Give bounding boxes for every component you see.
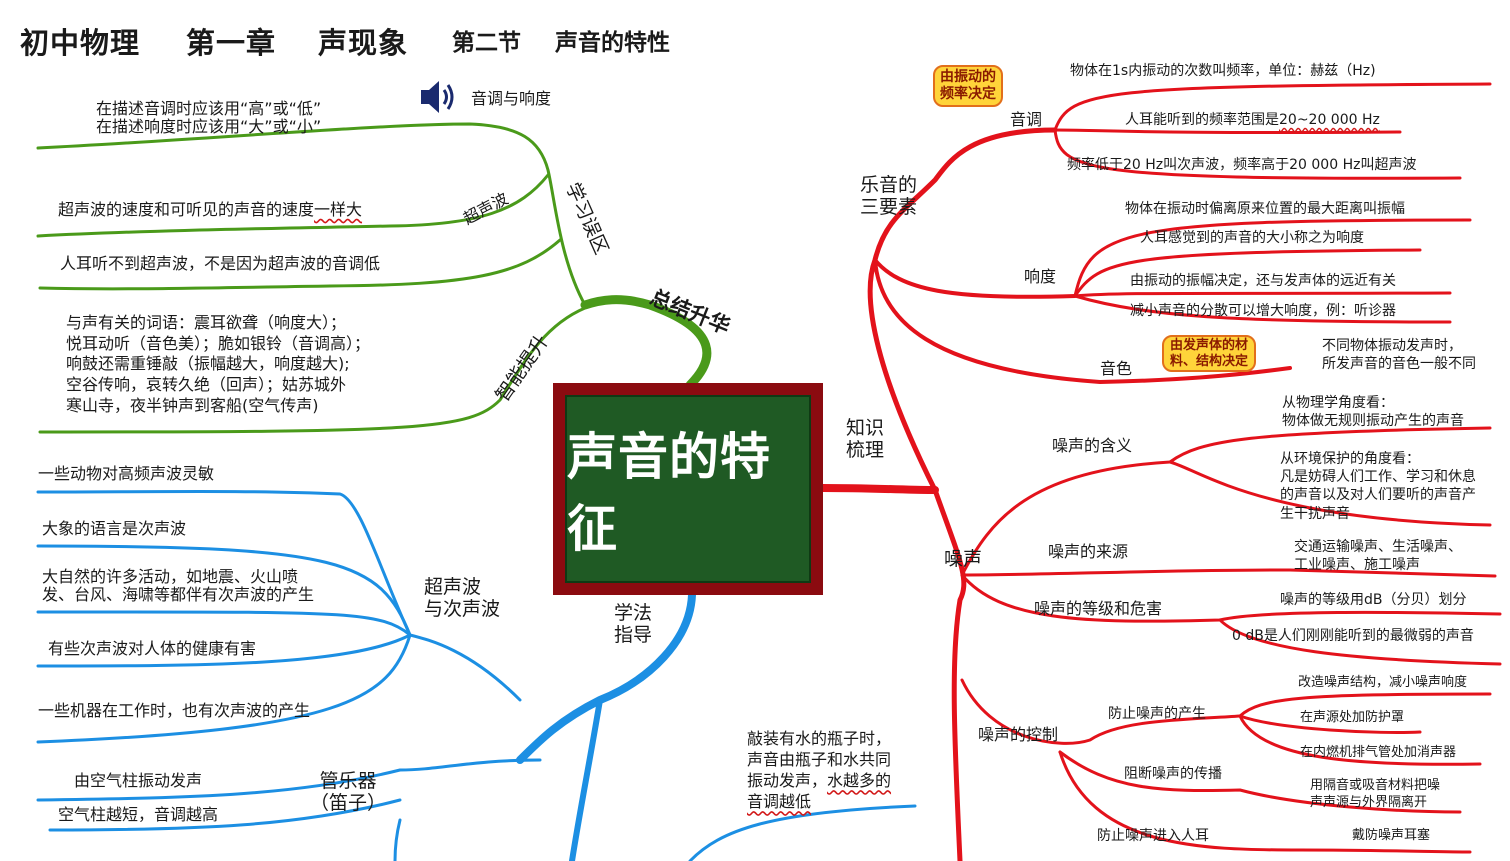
pitch-range-item: 人耳能听到的频率范围是20~20 000 Hz	[1125, 112, 1380, 128]
control-path-label: 阻断噪声的传播	[1124, 766, 1222, 782]
wind-instrument-label: 管乐器 （笛子）	[310, 770, 387, 814]
control-source-item: 在内燃机排气管处加消声器	[1300, 745, 1457, 760]
infra-ultra-item: 大自然的许多活动，如地震、火山喷 发、台风、海啸等都伴有次声波的产生	[42, 567, 315, 605]
pitch-loudness-tip: 在描述音调时应该用“高”或“低” 在描述响度时应该用“大”或“小”	[96, 99, 322, 137]
ultrasound-speed-mark: 一样大	[314, 200, 363, 219]
header-subject: 初中物理	[20, 26, 141, 60]
control-source-item: 在声源处加防护罩	[1300, 710, 1405, 725]
loudness-item: 由振动的振幅决定，还与发声体的远近有关	[1130, 273, 1396, 289]
summary-branch-lines	[36, 122, 712, 434]
pitch-range-mark: 20~20 000 Hz	[1279, 112, 1380, 128]
bottle-experiment-mark-2: 音调越低	[747, 792, 812, 812]
pitch-label: 音调	[1010, 110, 1043, 129]
timbre-note-burst: 由发声体的材 料、结构决定	[1162, 335, 1257, 373]
header-section-name: 声音的特性	[555, 30, 670, 56]
wisdom-idioms: 与声有关的词语：震耳欲聋（响度大）； 悦耳动听（音色美）；脆如银铃（音调高）； …	[66, 313, 371, 415]
knowledge-branch-lines	[819, 82, 1502, 861]
pitch-item: 频率低于20 Hz叫次声波，频率高于20 000 Hz叫超声波	[1067, 157, 1417, 173]
loudness-item: 减小声音的分散可以增大响度，例：听诊器	[1130, 303, 1396, 319]
control-ear-label: 防止噪声进入人耳	[1097, 828, 1209, 844]
knowledge-label: 知识 梳理	[846, 417, 885, 461]
blackboard: 声音的特征	[565, 395, 811, 583]
loudness-item: 人耳感觉到的声音的大小称之为响度	[1140, 230, 1364, 246]
ultrasound-speed-item: 超声波的速度和可听见的声音的速度一样大	[58, 200, 363, 219]
noise-control-label: 噪声的控制	[978, 725, 1059, 744]
control-source-item: 改造噪声结构，减小噪声响度	[1298, 675, 1468, 690]
pitch-note-burst: 由振动的 频率决定	[933, 65, 1003, 107]
bottle-experiment-mark: 水越多的	[827, 771, 892, 791]
timbre-label: 音色	[1100, 359, 1133, 378]
noise-label: 噪声	[944, 548, 983, 570]
noise-levels-label: 噪声的等级和危害	[1034, 599, 1163, 618]
wind-instrument-item: 由空气柱振动发声	[74, 771, 203, 790]
loudness-item: 物体在振动时偏离原来位置的最大距离叫振幅	[1125, 201, 1405, 217]
central-topic-title: 声音的特征	[567, 428, 771, 558]
ultrasound-pitch-item: 人耳听不到超声波，不是因为超声波的音调低	[60, 254, 381, 273]
speaker-icon	[417, 78, 459, 120]
central-topic-board: 声音的特征	[553, 383, 823, 595]
three-elements-label: 乐音的 三要素	[860, 174, 918, 218]
infra-ultra-item: 有些次声波对人体的健康有害	[48, 639, 257, 658]
method-label: 学法 指导	[614, 602, 653, 646]
control-source-label: 防止噪声的产生	[1108, 706, 1206, 722]
ultrasound-speed-text: 超声波的速度和可听见的声音的速度	[58, 200, 315, 219]
noise-meaning-label: 噪声的含义	[1052, 436, 1133, 455]
pitch-loudness-label: 音调与响度	[471, 89, 552, 108]
bottle-experiment: 敲装有水的瓶子时， 声音由瓶子和水共同 振动发声，水越多的音调越低	[747, 728, 891, 812]
noise-levels-item: 噪声的等级用dB（分贝）划分	[1280, 592, 1467, 608]
noise-meaning-physics: 从物理学角度看： 物体做无规则振动产生的声音	[1282, 395, 1464, 430]
control-ear-item: 戴防噪声耳塞	[1352, 828, 1431, 843]
header-section: 第二节	[452, 30, 521, 56]
pitch-range-text: 人耳能听到的频率范围是	[1125, 112, 1279, 128]
pitch-item: 物体在1s内振动的次数叫频率，单位：赫兹（Hz)	[1070, 63, 1376, 79]
noise-levels-item: 0 dB是人们刚刚能听到的最微弱的声音	[1232, 628, 1474, 644]
timbre-text: 不同物体振动发声时， 所发声音的音色一般不同	[1322, 338, 1476, 373]
noise-sources-text: 交通运输噪声、生活噪声、 工业噪声、施工噪声	[1294, 539, 1462, 574]
method-branch-lines	[36, 490, 917, 861]
bottle-experiment-text: 敲装有水的瓶子时， 声音由瓶子和水共同 振动发声，	[747, 729, 892, 791]
wind-instrument-item: 空气柱越短，音调越高	[58, 805, 219, 824]
noise-meaning-environment: 从环境保护的角度看： 凡是妨碍人们工作、学习和休息 的声音以及对人们要听的声音产…	[1280, 451, 1476, 522]
noise-sources-label: 噪声的来源	[1048, 542, 1129, 561]
infra-ultra-item: 一些机器在工作时，也有次声波的产生	[38, 701, 311, 720]
infra-ultra-item: 一些动物对高频声波灵敏	[38, 464, 215, 483]
loudness-label: 响度	[1024, 267, 1057, 286]
header-chapter: 第一章	[186, 26, 277, 60]
control-path-text: 用隔音或吸音材料把噪 声声源与外界隔离开	[1310, 778, 1441, 810]
infra-ultra-label: 超声波 与次声波	[424, 576, 501, 620]
infra-ultra-item: 大象的语言是次声波	[42, 519, 187, 538]
header-chapter-name: 声现象	[318, 26, 409, 60]
